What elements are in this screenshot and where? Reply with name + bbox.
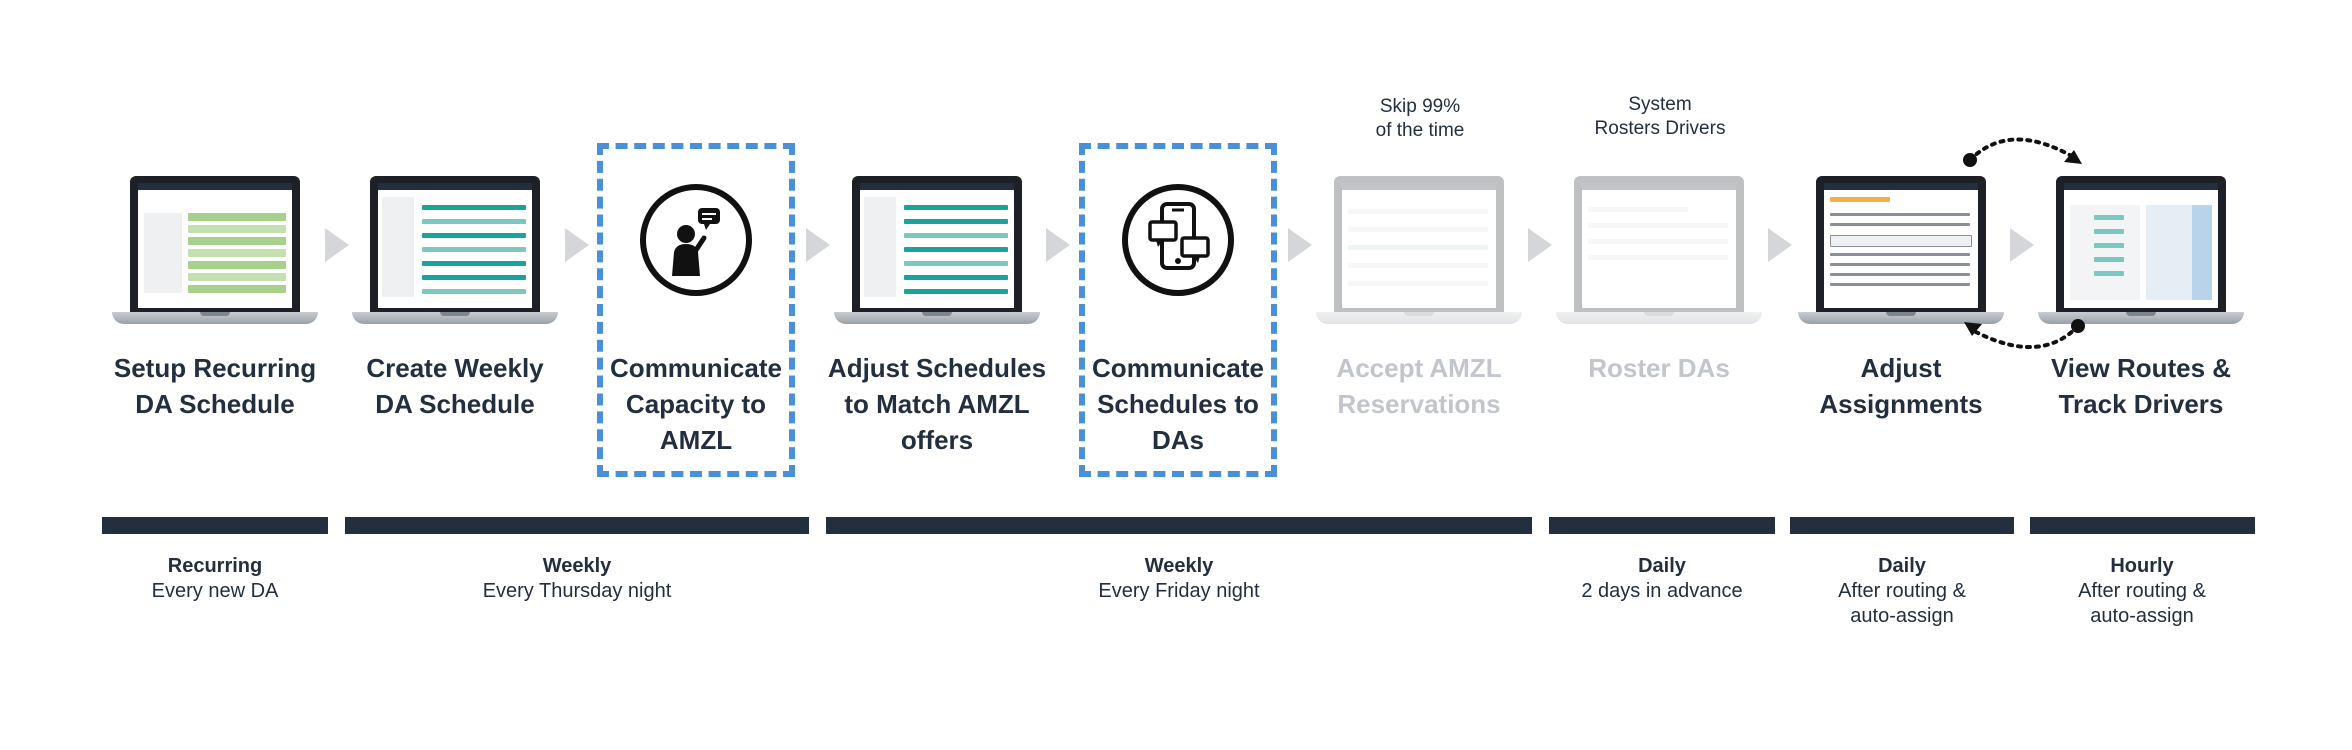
frequency-detail: After routing & auto-assign — [2078, 580, 2206, 627]
step-label-accept-reservations: Accept AMZL Reservations — [1336, 353, 1502, 419]
frequency-text: Recurring — [167, 555, 263, 577]
flow-arrow — [1528, 228, 1552, 262]
flow-arrow — [1288, 228, 1312, 262]
step-label-adjust-assignments: Adjust Assignments — [1819, 353, 1983, 419]
frequency-detail: 2 days in advance — [1581, 580, 1743, 602]
step-label-adjust-schedules: Adjust Schedules to Match AMZL offers — [827, 353, 1047, 455]
flow-arrow — [325, 228, 349, 262]
note-system-rosters: System Rosters Drivers — [1594, 94, 1726, 139]
highlight-box-schedules — [1079, 143, 1277, 477]
frequency-detail: After routing & auto-assign — [1838, 580, 1966, 627]
timeline-label-recurring: Recurring Every new DA — [75, 554, 355, 604]
step-label-setup-recurring: Setup Recurring DA Schedule — [113, 353, 317, 419]
step-label-view-routes: View Routes & Track Drivers — [2050, 353, 2232, 419]
step-label-communicate-capacity: Communicate Capacity to AMZL — [610, 353, 782, 455]
timeline-label-daily-advance: Daily 2 days in advance — [1522, 554, 1802, 604]
frequency-text: Hourly — [2110, 555, 2174, 577]
step-label-communicate-schedules: Communicate Schedules to DAs — [1092, 353, 1264, 455]
flow-arrow — [1768, 228, 1792, 262]
flow-arrow — [565, 228, 589, 262]
timeline-label-thursday: Weekly Every Thursday night — [437, 554, 717, 604]
timeline-bar-hourly — [2030, 517, 2255, 534]
frequency-detail: Every Friday night — [1098, 580, 1260, 602]
frequency-text: Daily — [1638, 555, 1686, 577]
frequency-text: Weekly — [542, 555, 612, 577]
cycle-arrows-icon — [1963, 137, 2085, 349]
frequency-detail: Every Thursday night — [482, 580, 672, 602]
step-label-create-weekly: Create Weekly DA Schedule — [366, 353, 544, 419]
flow-arrow — [806, 228, 830, 262]
timeline-label-hourly: Hourly After routing & auto-assign — [2002, 554, 2282, 629]
timeline-bar-friday — [826, 517, 1532, 534]
timeline-bar-recurring — [102, 517, 328, 534]
note-skip: Skip 99% of the time — [1375, 96, 1465, 141]
timeline-bar-thursday — [345, 517, 809, 534]
timeline-label-friday: Weekly Every Friday night — [1039, 554, 1319, 604]
phone-chat-icon — [1122, 184, 1234, 296]
timeline-label-daily-routing: Daily After routing & auto-assign — [1762, 554, 2042, 629]
highlight-box-capacity — [597, 143, 795, 477]
person-speech-bubble-icon — [640, 184, 752, 296]
frequency-detail: Every new DA — [151, 580, 279, 602]
flow-arrow — [2010, 228, 2034, 262]
step-label-roster-das: Roster DAs — [1588, 353, 1730, 383]
frequency-text: Weekly — [1144, 555, 1214, 577]
flow-arrow — [1046, 228, 1070, 262]
timeline-bar-daily-advance — [1549, 517, 1775, 534]
timeline-bar-daily-routing — [1790, 517, 2014, 534]
frequency-text: Daily — [1878, 555, 1926, 577]
